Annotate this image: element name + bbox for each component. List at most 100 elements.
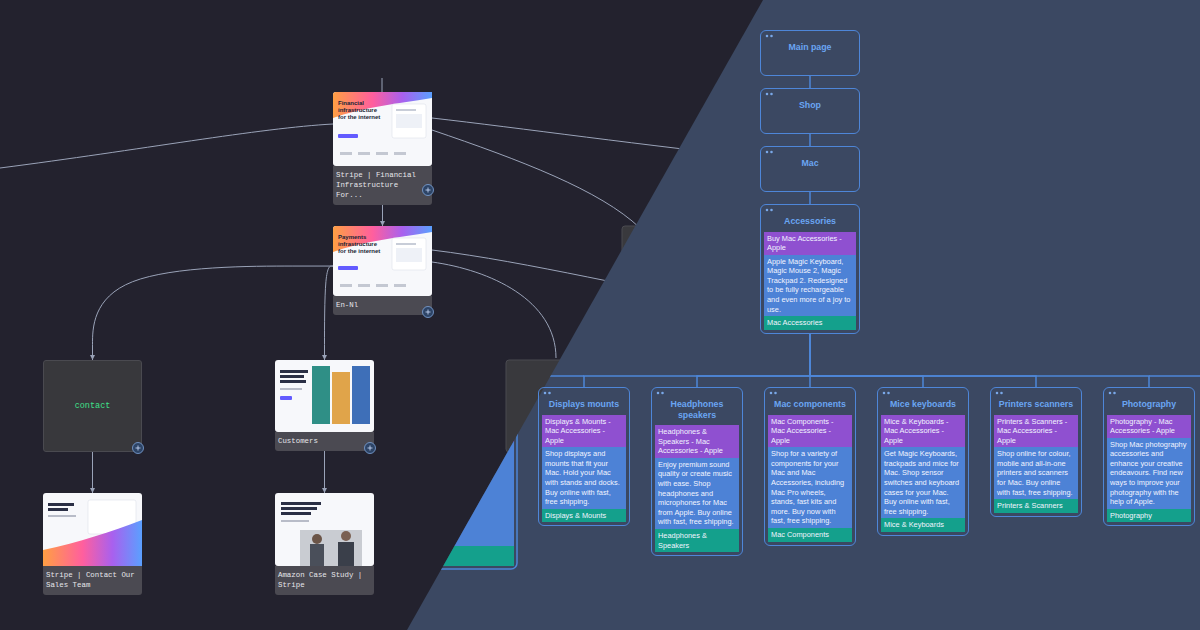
box-heading: Mac [764,147,856,174]
gradient-swoosh [333,92,432,118]
box-heading: Main page [764,31,856,58]
meta-text: Apple Magic Keyboard, Magic Mouse 2, Mag… [764,255,856,317]
page-thumbnail-node: Financial infrastructure for the interne… [333,92,432,205]
dashboard-card [392,104,426,138]
logo-bar [340,152,352,155]
box-heading: Accessories [764,205,856,232]
link-icon-glyph [136,446,141,451]
text-bar [396,243,416,245]
link-icon [365,443,376,454]
page-screenshot [333,226,432,296]
logo-bar [358,284,370,287]
meta-strip: Mac Components [768,528,852,542]
meta-strip: Buy Mac Accessories - Apple [764,232,856,255]
connector [809,76,811,88]
meta-text: Displays & Mounts [542,509,626,523]
menu-dots [767,209,776,212]
logo-bar [394,152,406,155]
page-thumbnail-node: Customers [275,360,374,451]
meta-strip: Enjoy premium sound quality or create mu… [655,458,739,529]
photo-column [352,366,370,424]
box-heading: Mac components [768,388,852,415]
text-bar [281,502,321,505]
meta-strip: Photography - Mac Accessories - Apple [1107,415,1191,438]
connector [324,451,325,493]
meta-text: Buy Mac Accessories - Apple [764,232,856,255]
chart-area [396,248,422,262]
sitemap-box: Mice keyboardsMice & Keyboards - Mac Acc… [877,387,969,536]
page-label: contact [75,401,111,411]
offscreen-link [0,124,333,168]
connector [584,334,810,387]
meta-strip: Shop Mac photography accessories and enh… [1107,438,1191,509]
connector [809,134,811,146]
meta-text: Photography - Mac Accessories - Apple [1107,415,1191,438]
gradient-swoosh [333,226,432,252]
connector [809,192,811,204]
connector [93,266,334,360]
box-heading: Printers scanners [994,388,1078,415]
hidden-sitemap-box [425,387,517,569]
text-bar [396,109,416,111]
connector [810,334,923,387]
link-icon-glyph [426,310,431,315]
connector [382,205,383,226]
person-head [341,531,351,541]
photo-column [312,366,330,424]
logo-bar [340,284,352,287]
meta-strip: Shop for a variety of components for you… [768,447,852,528]
person-figure [338,542,354,566]
meta-strip: Shop online for colour, mobile and all-i… [994,447,1078,499]
meta-strip: Mac Accessories [764,316,856,330]
meta-strip: Displays & Mounts - Mac Accessories - Ap… [542,415,626,448]
meta-text: Shop for a variety of components for you… [768,447,852,528]
page-node: contact [43,360,142,452]
meta-text: Mice & Keyboards - Mac Accessories - App… [881,415,965,448]
hidden-page-node [506,360,605,452]
page-screenshot [275,493,374,566]
chart-area [396,114,422,128]
photo [300,530,362,566]
offscreen-link [432,250,760,310]
menu-dots [997,392,1006,395]
box-heading: Headphones speakers [655,388,739,425]
meta-strip [428,546,514,566]
meta-strip: Headphones & Speakers - Mac Accessories … [655,425,739,458]
link-icon [133,443,144,454]
page-title-label: Stripe | Financial Infrastructure For... [333,166,432,205]
meta-strip [428,442,514,546]
meta-text: Shop online for colour, mobile and all-i… [994,447,1078,499]
connector [325,266,334,360]
page-screenshot [333,92,432,166]
text-bar [48,515,76,517]
page-screenshot [275,360,374,432]
offscreen-link [432,118,780,160]
meta-text: Photography [1107,509,1191,523]
menu-dots [658,392,667,395]
thumbnail-headline: Payments infrastructure for the internet [338,234,384,254]
sitemap-box: Headphones speakersHeadphones & Speakers… [651,387,743,556]
form-card [88,500,136,534]
meta-text: Get Magic Keyboards, trackpads and mice … [881,447,965,518]
meta-text: Mac Components - Mac Accessories - Apple [768,415,852,448]
text-bar [281,512,311,515]
sitemap-box: Photography Photography - Mac Accessories… [1103,387,1195,526]
text-bar [281,520,309,522]
link-icon [423,185,434,196]
branch-line [1149,375,1200,377]
menu-dots [545,392,554,395]
gradient-swoosh [43,520,142,566]
link-icon [423,307,434,318]
logo-bar [376,284,388,287]
text-bar [280,375,304,378]
sitemap-box: Mac [760,146,860,192]
box-heading: Displays mounts [542,388,626,415]
meta-strip: Printers & Scanners [994,499,1078,513]
meta-strip: Apple Magic Keyboard, Magic Mouse 2, Mag… [764,255,856,317]
meta-text: Enjoy premium sound quality or create mu… [655,458,739,529]
meta-strip: Get Magic Keyboards, trackpads and mice … [881,447,965,518]
thumbnail-headline: Financial infrastructure for the interne… [338,100,384,120]
sitemap-box: Main page [760,30,860,76]
sitemap-box: Shop [760,88,860,134]
